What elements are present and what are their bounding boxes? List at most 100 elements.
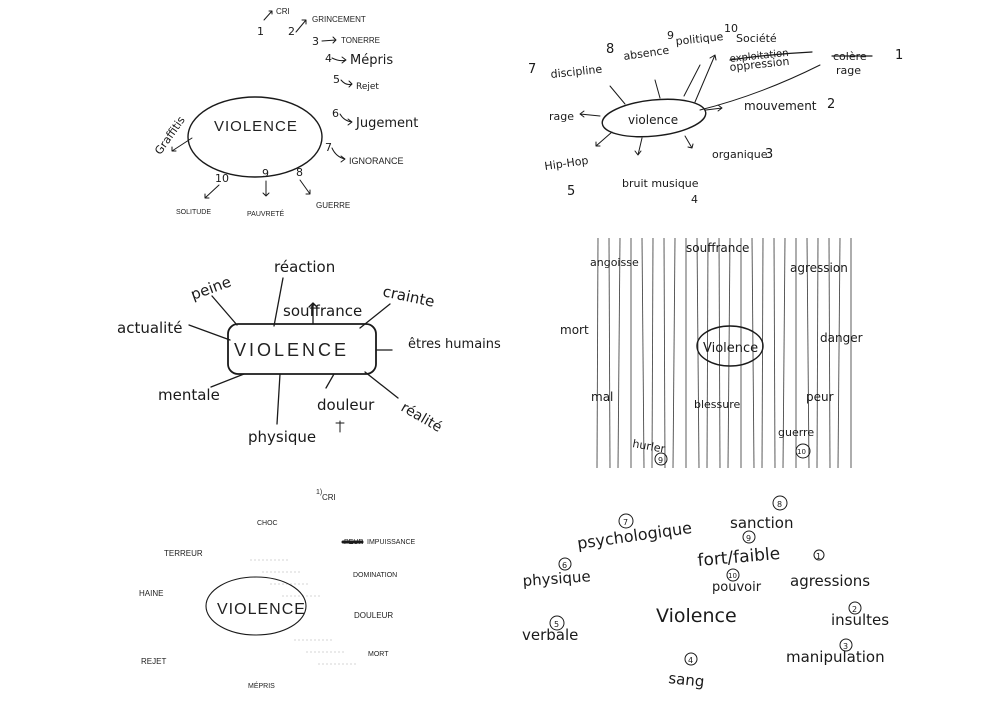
ruled-line — [617, 237, 621, 469]
item-word: verbale — [522, 626, 578, 644]
item-number: 1 — [895, 48, 903, 63]
mindmap-1: VIOLENCE 1 2 3 4 5 6 7 8 9 10 CRI GRINCE… — [152, 7, 418, 218]
item-word: êtres humains — [408, 337, 501, 352]
item-word: MORT — [368, 651, 389, 658]
item-word: réalité — [398, 400, 445, 436]
arrow — [204, 184, 220, 199]
item-word: physique — [248, 428, 316, 446]
arrow — [683, 64, 701, 97]
arrow — [609, 85, 626, 105]
center-ellipse — [205, 576, 307, 636]
item-word: réaction — [274, 258, 335, 276]
item-word: CRI — [276, 7, 290, 16]
item-word: Mépris — [350, 53, 393, 68]
item-word: REJET — [141, 657, 166, 666]
item-word: agressions — [790, 572, 870, 590]
arrow — [262, 180, 270, 197]
mindmap-5: VIOLENCE 1) CRI CHOC TERREUR HAINE REJET… — [139, 489, 416, 690]
item-number: 9 — [746, 534, 751, 543]
number-circle — [549, 615, 565, 631]
arrow — [699, 64, 821, 111]
number-circle — [558, 557, 572, 571]
item-number: 4 — [688, 656, 693, 665]
mindmap-6: Violence 1 2 3 4 5 6 7 8 9 10 agressions… — [522, 495, 889, 691]
item-number: 1 — [816, 552, 821, 561]
item-word: GUERRE — [316, 201, 350, 210]
item-word: Rejet — [356, 82, 379, 92]
item-number: 6 — [332, 107, 339, 120]
arrow — [299, 179, 311, 195]
arrow — [340, 79, 353, 88]
spoke — [276, 373, 281, 425]
item-word: mal — [591, 390, 613, 404]
number-circle — [795, 443, 811, 459]
center-label: violence — [628, 113, 678, 127]
ruled-line — [672, 237, 676, 469]
spoke — [308, 302, 318, 325]
mindmap-3: VIOLENCE réaction souffrance crainte êtr… — [117, 258, 501, 446]
item-word: discipline — [550, 63, 603, 81]
center-label: Violence — [656, 605, 737, 627]
ruled-line — [596, 237, 599, 469]
item-number: 1 — [257, 25, 264, 38]
item-number: 3 — [765, 147, 773, 162]
item-number: 7 — [528, 62, 536, 77]
ruled-line — [761, 237, 764, 469]
ruled-line — [718, 237, 721, 469]
arrow — [263, 10, 273, 21]
item-number: 2 — [288, 25, 295, 38]
lined-paper — [596, 237, 852, 469]
item-number: 2 — [852, 605, 857, 614]
number-circle — [848, 601, 862, 615]
item-number: 6 — [562, 561, 567, 570]
item-word: psychologique — [576, 518, 693, 553]
ruled-line — [782, 237, 786, 469]
item-word: hurler — [631, 437, 666, 456]
item-word: danger — [820, 331, 863, 345]
item-word: TONERRE — [341, 36, 380, 45]
item-number: 10 — [728, 572, 737, 580]
item-word: DOMINATION — [353, 572, 397, 579]
item-number-mark: 1) — [316, 489, 322, 496]
item-number: 8 — [606, 42, 614, 57]
item-word: physique — [522, 567, 591, 590]
ruled-line — [816, 237, 819, 469]
arrow — [595, 131, 613, 147]
item-word: MÉPRIS — [248, 681, 275, 690]
item-word: DOULEUR — [354, 611, 393, 620]
number-circle — [839, 638, 853, 652]
ruled-line — [806, 237, 810, 469]
item-word: HAINE — [139, 589, 163, 598]
arrow — [579, 110, 601, 118]
item-word: oppression — [729, 55, 790, 74]
item-word: CRI — [322, 493, 336, 502]
faint-lines — [250, 559, 358, 665]
item-number: 9 — [262, 167, 269, 180]
number-circle — [772, 495, 788, 511]
item-number: 10 — [797, 448, 806, 456]
mark — [335, 420, 345, 433]
arrow — [705, 104, 723, 112]
item-word: bruit musique — [622, 177, 699, 190]
item-word: sanction — [730, 514, 794, 532]
center-box — [227, 323, 377, 375]
arrow — [171, 137, 193, 152]
item-word: angoisse — [590, 256, 639, 269]
item-number: 9 — [658, 456, 663, 465]
spoke — [325, 373, 335, 389]
spoke — [210, 373, 245, 388]
ruled-line — [706, 237, 709, 469]
item-number: 10 — [215, 172, 229, 185]
item-word: manipulation — [786, 648, 885, 666]
arrow — [694, 54, 717, 103]
number-circle — [654, 452, 668, 466]
arrow — [321, 36, 337, 44]
item-word: douleur — [317, 396, 375, 414]
item-word: souffrance — [283, 302, 362, 320]
item-number: 4 — [691, 193, 698, 206]
item-word: peine — [188, 273, 233, 304]
item-word: Graffitis — [152, 114, 188, 157]
item-number: 4 — [325, 52, 332, 65]
item-number: 9 — [667, 29, 674, 42]
